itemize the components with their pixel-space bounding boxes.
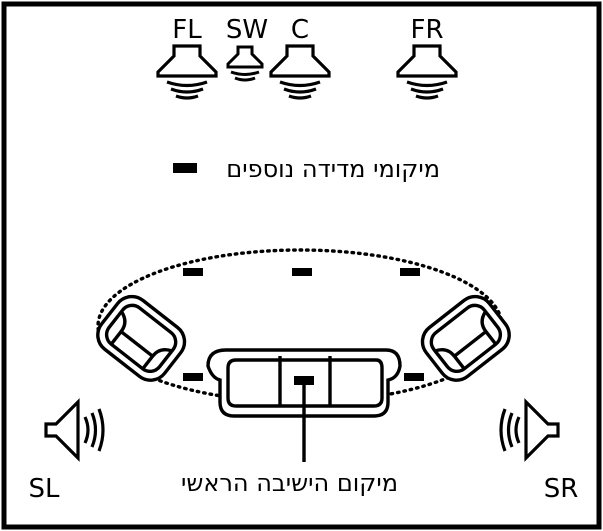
measurement-position-marker [404, 373, 424, 381]
main-position-label: מיקום הישיבה הראשי [181, 469, 398, 497]
legend-additional-positions: מיקומי מדידה נוספים [226, 155, 440, 183]
measurement-position-marker [183, 373, 203, 381]
measurement-position-marker [183, 268, 203, 276]
measurement-position-marker [400, 268, 420, 276]
speaker-label-fr: FR [410, 15, 443, 45]
legend-marker-icon [173, 163, 197, 173]
main-position-marker [294, 376, 314, 385]
speaker-label-sw: SW [226, 15, 268, 45]
speaker-label-fl: FL [172, 15, 202, 45]
speaker-label-sr: SR [544, 474, 579, 504]
measurement-position-marker [292, 268, 312, 276]
speaker-label-c: C [291, 15, 309, 45]
speaker-label-sl: SL [29, 474, 61, 504]
